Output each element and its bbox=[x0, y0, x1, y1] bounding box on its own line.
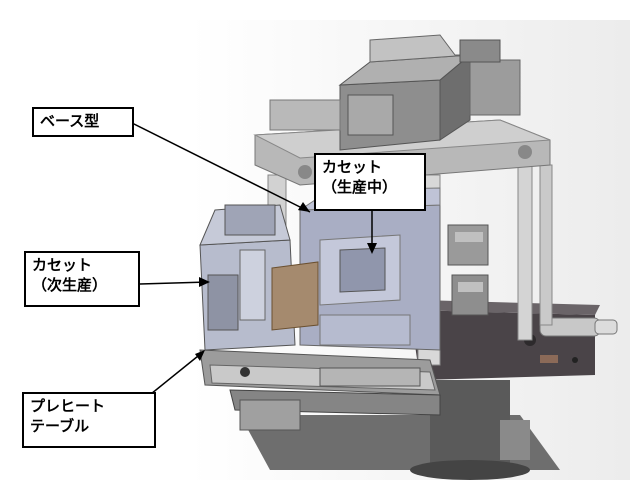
cassette-next-illustration bbox=[199, 204, 319, 351]
arrowhead-cassette-production bbox=[367, 243, 377, 254]
arrowhead-cassette-next bbox=[199, 277, 210, 287]
top-housing bbox=[269, 34, 521, 151]
preheat-table-illustration bbox=[199, 349, 441, 431]
leader-base-mold bbox=[129, 121, 311, 213]
leader-preheat-table bbox=[145, 351, 204, 399]
callout-cassette-in-production: カセット （生産中） bbox=[314, 153, 426, 211]
arrowhead-preheat-table bbox=[195, 350, 205, 361]
side-cylinder bbox=[539, 317, 618, 337]
leader-arrowheads bbox=[195, 202, 377, 361]
right-valves bbox=[447, 224, 489, 316]
pedestal bbox=[240, 380, 560, 480]
mold-block bbox=[298, 187, 441, 351]
callout-base-mold: ベース型 bbox=[32, 107, 134, 137]
leader-cassette-next bbox=[139, 281, 209, 285]
callout-preheat-table: プレヒート テーブル bbox=[22, 392, 156, 448]
callout-cassette-next: カセット （次生産） bbox=[24, 251, 140, 307]
arrowhead-base-mold bbox=[298, 202, 310, 212]
